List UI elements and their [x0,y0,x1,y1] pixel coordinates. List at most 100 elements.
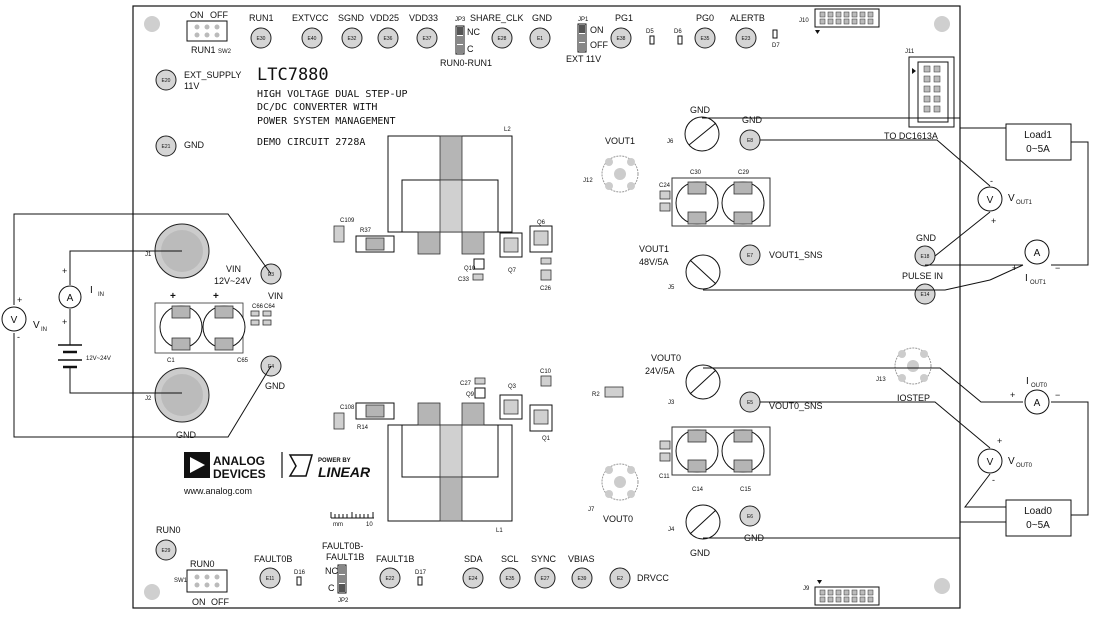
probe-jack-j7[interactable] [601,463,639,501]
c66-ref: C66 [252,304,264,310]
test-point-e38[interactable]: E38 [610,27,632,49]
output1-capacitors: C30 C29 C24 [659,170,771,227]
r14-ref: R14 [357,425,369,431]
svg-text:E7: E7 [747,253,753,259]
run0-label: RUN0 [156,525,181,535]
load1-label: Load1 [1024,130,1052,141]
svg-text:Q7: Q7 [508,268,517,274]
jumper-jp2[interactable] [337,564,347,594]
probe-jack-j13[interactable] [894,347,932,385]
svg-text:E29: E29 [162,548,171,554]
test-point-e35-bottom[interactable]: E35 [499,567,521,589]
capacitor-c27 [474,377,486,385]
jumper-jp3[interactable]: NC C [455,25,480,55]
svg-text:-: - [990,176,993,186]
mounting-hole-bl [144,584,160,600]
svg-text:+: + [17,295,22,305]
test-point-e20[interactable]: E20 [155,69,177,91]
test-point-e32[interactable]: E32 [341,27,363,49]
jumper-jp1[interactable]: ON OFF [577,23,608,53]
connector-j11[interactable] [908,56,955,128]
vout0-probe-label: VOUT0 [603,514,633,524]
switch-sw1[interactable] [186,569,228,593]
jp1-name: EXT 11V [566,54,601,64]
test-point-e11[interactable]: E11 [259,567,281,589]
pg1-label: PG1 [615,13,633,23]
test-point-e8[interactable]: E8 [739,129,761,151]
svg-text:E35: E35 [506,576,515,582]
description-line-3: POWER SYSTEM MANAGEMENT [257,116,395,127]
svg-text:−: − [1055,390,1060,400]
svg-text:D16: D16 [294,570,306,576]
svg-text:C10: C10 [540,369,552,375]
test-point-e14[interactable]: E14 [914,283,936,305]
test-point-e35[interactable]: E35 [694,27,716,49]
probe-jack-j12[interactable] [601,155,639,193]
c108-ref: C108 [340,405,355,411]
alertb-label: ALERTB [730,13,765,23]
gnd-top-label: GND [532,13,553,23]
test-point-e29[interactable]: E29 [155,539,177,561]
test-point-e36[interactable]: E36 [377,27,399,49]
sw1-ref: SW1 [174,578,188,584]
svg-text:J12: J12 [583,178,593,184]
test-point-e2[interactable]: E2 [609,567,631,589]
svg-text:A: A [1034,398,1041,409]
jp2-label-line1: FAULT0B- [322,541,363,551]
test-point-e24[interactable]: E24 [462,567,484,589]
analog-devices-logo: ANALOG DEVICES [184,452,266,481]
mosfet-pad-left-bottom [417,402,441,426]
test-point-e7[interactable]: E7 [739,244,761,266]
svg-text:E14: E14 [921,292,930,298]
test-point-e39[interactable]: E39 [571,567,593,589]
transistor-q9 [474,387,486,399]
sw2-ref: SW2 [218,49,232,55]
vin-ext-label: V [33,320,40,331]
test-point-e40[interactable]: E40 [301,27,323,49]
test-point-e27[interactable]: E27 [534,567,556,589]
mm-ruler: mm 10 [330,512,374,528]
iout0-label: I [1026,376,1029,387]
test-point-e18[interactable]: E18 [914,245,936,267]
j2-ref: J2 [145,396,152,402]
load1-range: 0~5A [1026,144,1050,155]
svg-text:OUT1: OUT1 [1016,200,1033,206]
svg-text:C11: C11 [659,474,670,480]
led-d17 [417,576,423,586]
svg-text:C14: C14 [692,487,704,493]
test-point-e23[interactable]: E23 [735,27,757,49]
scl-label: SCL [501,554,519,564]
capacitor-c108 [333,412,345,430]
extvcc-label: EXTVCC [292,13,329,23]
svg-text:C15: C15 [740,487,752,493]
jp3-ref: JP3 [455,17,466,23]
svg-text:E21: E21 [162,144,171,150]
description-line-1: HIGH VOLTAGE DUAL STEP-UP [257,89,408,100]
mounting-hole-tr [934,16,950,32]
test-point-e30[interactable]: E30 [250,27,272,49]
input-voltmeter [1,306,27,332]
test-point-e1[interactable]: E1 [529,27,551,49]
test-point-e6[interactable]: E6 [739,505,761,527]
svg-text:E23: E23 [742,36,751,42]
test-point-e37[interactable]: E37 [416,27,438,49]
sw2-off-label: OFF [210,10,228,20]
ext-supply-label: EXT_SUPPLY [184,70,241,80]
ext-supply-voltage: 11V [184,81,199,91]
test-point-e22[interactable]: E22 [379,567,401,589]
test-point-e21[interactable]: E21 [155,135,177,157]
c65-ref: C65 [237,358,249,364]
led-d6 [677,35,683,45]
sda-label: SDA [464,554,483,564]
sw2-on-label: ON [190,10,204,20]
connector-j9[interactable] [814,580,880,606]
jp1-off-label: OFF [590,40,608,50]
connector-j10[interactable] [814,8,880,34]
svg-text:E28: E28 [498,36,507,42]
test-point-e28[interactable]: E28 [491,27,513,49]
svg-text:A: A [1034,248,1041,259]
svg-text:E18: E18 [921,254,930,260]
fault1b-label: FAULT1B [376,554,414,564]
test-point-e5[interactable]: E5 [739,391,761,413]
svg-text:Q9: Q9 [466,392,475,398]
